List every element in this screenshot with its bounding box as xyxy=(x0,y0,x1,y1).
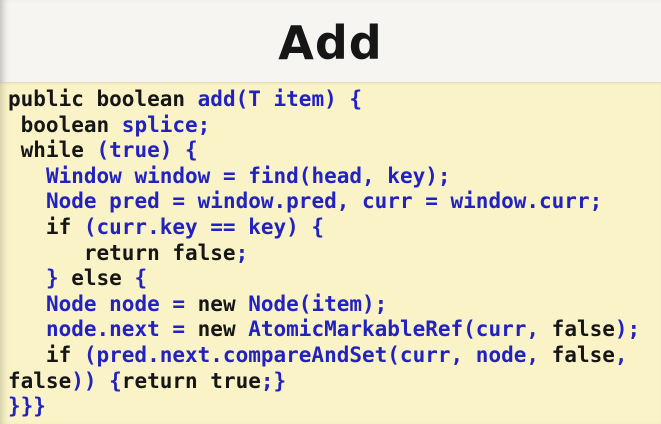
code-segment: AtomicMarkableRef(curr, xyxy=(248,317,552,342)
code-segment: (curr.key == key) { xyxy=(83,214,325,239)
code-segment xyxy=(8,189,46,213)
code-segment xyxy=(8,164,46,188)
code-segment: false xyxy=(8,368,72,393)
code-segment: new xyxy=(197,317,249,342)
code-segment: ;} xyxy=(260,368,287,393)
code-line: if (pred.next.compareAndSet(curr, node, … xyxy=(8,343,661,369)
code-line: if (curr.key == key) { xyxy=(8,215,661,241)
code-segment: { xyxy=(134,266,148,291)
code-segment: Window window = find(head, key); xyxy=(45,163,451,188)
code-segment xyxy=(8,292,46,316)
code-segment: ); xyxy=(614,317,641,342)
code-segment: } xyxy=(45,266,72,291)
code-segment: boolean xyxy=(8,112,122,137)
code-segment: else xyxy=(71,266,135,291)
page-title: Add xyxy=(278,16,383,70)
code-segment: Node(item); xyxy=(248,291,388,316)
code-block: public boolean add(T item) { boolean spl… xyxy=(0,82,661,424)
code-line: false)) {return true;} xyxy=(8,369,661,395)
code-segment: if xyxy=(8,214,84,239)
code-segment: while xyxy=(8,138,97,163)
code-line: boolean splice; xyxy=(8,113,661,139)
code-segment: add(T item) { xyxy=(197,87,363,111)
code-line: }}} xyxy=(8,394,661,420)
code-segment: )) { xyxy=(71,368,122,393)
code-segment: return false xyxy=(8,240,236,265)
code-line: return false; xyxy=(8,241,661,267)
code-segment: (pred.next.compareAndSet(curr, node, xyxy=(83,342,552,367)
code-line: Node pred = window.pred, curr = window.c… xyxy=(8,189,661,215)
code-segment: false xyxy=(551,317,615,342)
code-segment: }}} xyxy=(8,394,46,419)
code-segment: Node pred = window.pred, curr = window.c… xyxy=(45,189,603,214)
code-line: Window window = find(head, key); xyxy=(8,164,661,190)
code-line: Node node = new Node(item); xyxy=(8,292,661,318)
code-segment: node.next = xyxy=(45,317,198,342)
code-line: while (true) { xyxy=(8,138,661,164)
slide-header: Add xyxy=(0,0,661,82)
code-segment: , xyxy=(614,342,628,367)
code-segment: Node node = xyxy=(45,291,198,316)
code-segment xyxy=(8,317,46,341)
code-segment: new xyxy=(197,291,249,316)
code-segment: if xyxy=(8,342,84,367)
code-segment: (true) { xyxy=(96,138,198,163)
code-segment: public boolean xyxy=(8,87,198,111)
code-segment: splice; xyxy=(121,112,211,137)
code-segment: ; xyxy=(235,240,249,265)
code-line: } else { xyxy=(8,266,661,292)
code-line: public boolean add(T item) { xyxy=(8,87,661,113)
code-line: node.next = new AtomicMarkableRef(curr, … xyxy=(8,317,661,343)
code-segment: false xyxy=(551,342,615,367)
code-segment xyxy=(8,266,46,290)
code-segment: return true xyxy=(121,368,261,393)
